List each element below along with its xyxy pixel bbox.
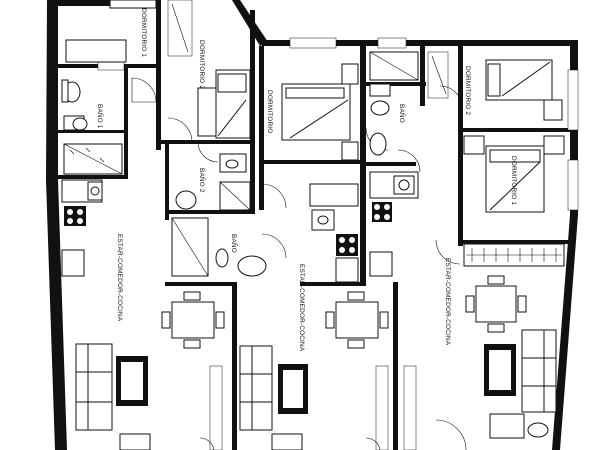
- label-right-bath: BAÑO: [398, 104, 407, 123]
- label-left-bath2: BAÑO 2: [198, 168, 207, 193]
- middle-unit-furniture: [239, 63, 389, 450]
- label-right-dorm2: DORMITORIO 2: [464, 66, 471, 115]
- windows: [97, 0, 579, 450]
- label-mid-dorm: DORMITORIO: [266, 90, 273, 133]
- interior-walls: [58, 0, 570, 450]
- label-left-bath1: BAÑO 1: [96, 104, 105, 129]
- label-left-living: ESTAR-COMEDOR-COCINA: [116, 234, 123, 322]
- label-left-dorm1: DORMITORIO 1: [140, 8, 147, 57]
- label-mid-living: ESTAR-COMEDOR-COCINA: [298, 264, 305, 352]
- right-unit-furniture: [369, 51, 565, 439]
- label-left-bath: BAÑO: [230, 234, 239, 253]
- door-swings: [131, 77, 467, 450]
- label-right-living: ESTAR-COMEDOR-COCINA: [444, 258, 451, 346]
- label-right-dorm1: DORMITORIO 1: [510, 156, 517, 205]
- room-labels: DORMITORIO 1 DORMITORIO 2 BAÑO 1 BAÑO 2 …: [96, 8, 517, 352]
- label-left-dorm2: DORMITORIO 2: [198, 40, 205, 89]
- left-unit-furniture: [61, 0, 267, 450]
